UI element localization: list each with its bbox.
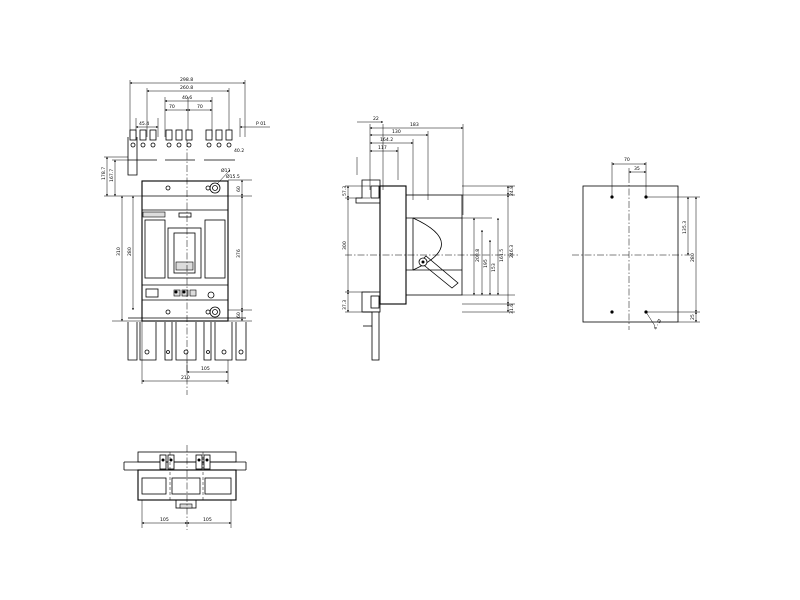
side-dim-right-5: 161.5 bbox=[499, 249, 505, 262]
front-hole-label-1: Ø13 bbox=[221, 167, 231, 174]
front-dim-bottom-1: 210 bbox=[181, 375, 190, 381]
side-dim-right-3: 195 bbox=[483, 259, 489, 268]
side-dim-left-1: 57.3 bbox=[342, 186, 348, 196]
mount-dim-pitch-y: 280 bbox=[690, 253, 696, 262]
front-dim-left-2: 167.7 bbox=[109, 169, 115, 182]
breaker-body-side bbox=[379, 185, 407, 305]
side-dim-top-3: 130 bbox=[392, 129, 401, 135]
mounting-plate-outline bbox=[582, 185, 679, 323]
front-dim-right-1: 60 bbox=[236, 186, 242, 192]
breaker-body-front bbox=[141, 180, 229, 322]
mount-dim-half-x: 35 bbox=[634, 166, 640, 172]
front-dim-left-3: 310 bbox=[116, 247, 122, 256]
side-dim-top-4: 164.2 bbox=[380, 137, 393, 143]
mount-dim-offset: 25 bbox=[690, 314, 696, 320]
front-dim-pitch-total: 260.8 bbox=[180, 85, 193, 91]
front-hole-label-2: Ø15.5 bbox=[226, 173, 240, 180]
front-dim-right-3: 60 bbox=[236, 312, 242, 318]
busbar-holes-bottom bbox=[144, 349, 244, 355]
busbar-holes-top bbox=[130, 142, 232, 148]
side-dim-left-2: 300 bbox=[342, 241, 348, 250]
front-view: 298.8 260.8 40.6 70 70 45.4 P 01 4 bbox=[101, 77, 270, 395]
operating-handle-frame bbox=[167, 227, 202, 279]
front-dim-busbar-width: 45.4 bbox=[139, 121, 149, 127]
front-dim-bottom-2: 105 bbox=[201, 366, 210, 372]
front-dim-left-1: 178.7 bbox=[101, 167, 107, 180]
front-phase-label: P 01 bbox=[256, 121, 266, 127]
bottom-terminals bbox=[159, 454, 211, 470]
mount-dim-half-y: 135.3 bbox=[682, 221, 688, 234]
mount-hole-label: 4 - Ø bbox=[652, 318, 664, 331]
side-dim-top-1: 22 bbox=[373, 116, 379, 122]
bottom-dim-left: 105 bbox=[160, 517, 169, 523]
side-dim-right-1: 24.8 bbox=[509, 186, 515, 196]
side-dim-right-4: 153 bbox=[491, 263, 497, 272]
side-dim-right-2: 208.8 bbox=[475, 249, 481, 262]
mount-dim-pitch-x: 70 bbox=[624, 157, 630, 163]
lug-holes bbox=[165, 182, 221, 318]
front-dim-right-2: 376 bbox=[236, 249, 242, 258]
front-dim-inner: 40.6 bbox=[182, 95, 192, 101]
side-busbar bbox=[371, 311, 380, 361]
side-dim-right-6: 246.3 bbox=[509, 245, 515, 258]
side-dim-right-7: 31.6 bbox=[509, 304, 515, 314]
front-dim-left-4: 280 bbox=[127, 247, 133, 256]
mounting-view: 70 35 135.3 280 25 4 - Ø bbox=[572, 157, 700, 331]
front-dim-pitch-left: 70 bbox=[169, 104, 175, 110]
front-dim-overall-width: 298.8 bbox=[180, 77, 193, 83]
front-label-tag: 40.2 bbox=[234, 148, 244, 154]
bottom-dim-right: 105 bbox=[203, 517, 212, 523]
bottom-view: 105 105 bbox=[123, 445, 247, 530]
side-dim-top-2: 183 bbox=[410, 122, 419, 128]
side-view: 22 183 130 164.2 117 bbox=[342, 116, 520, 361]
front-dim-pitch-right: 70 bbox=[197, 104, 203, 110]
side-dim-top-5: 117 bbox=[378, 145, 387, 151]
side-dim-left-3: 37.3 bbox=[342, 300, 348, 310]
